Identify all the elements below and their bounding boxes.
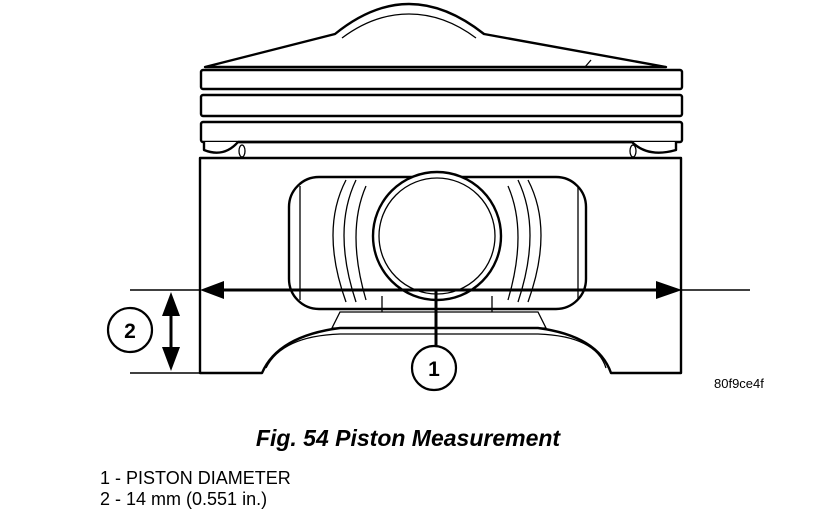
legend-item-1: 1 - PISTON DIAMETER	[100, 468, 291, 488]
ring-land-middle	[199, 93, 684, 118]
oil-hole-left	[238, 144, 246, 158]
legend-text: PISTON DIAMETER	[126, 468, 291, 488]
legend-number: 1	[100, 468, 111, 488]
piston-measurement-diagram: 1 2	[106, 2, 750, 392]
oil-hole-right	[629, 144, 637, 158]
callout-2-label: 2	[124, 320, 136, 343]
legend: 1 - PISTON DIAMETER 2 - 14 mm (0.551 in.…	[100, 468, 291, 510]
ring-land-bottom	[199, 120, 684, 144]
piston-pin-bore	[371, 170, 503, 302]
diameter-arrowhead-left	[200, 281, 224, 299]
figure-code: 80f9ce4f	[714, 376, 764, 391]
legend-text: 14 mm (0.551 in.)	[126, 489, 268, 509]
callout-1: 1	[410, 344, 458, 392]
callout-2: 2	[106, 306, 154, 354]
figure-caption: Fig. 54 Piston Measurement	[255, 425, 561, 451]
ring-land-top	[199, 68, 684, 91]
oil-ring-groove	[202, 140, 678, 154]
legend-number: 2	[100, 489, 111, 509]
legend-item-2: 2 - 14 mm (0.551 in.)	[100, 489, 268, 509]
callout-1-label: 1	[428, 358, 440, 381]
height-arrowhead-top	[162, 292, 180, 316]
height-arrowhead-bottom	[162, 347, 180, 371]
piston-crown	[203, 2, 668, 69]
diameter-arrowhead-right	[656, 281, 682, 299]
